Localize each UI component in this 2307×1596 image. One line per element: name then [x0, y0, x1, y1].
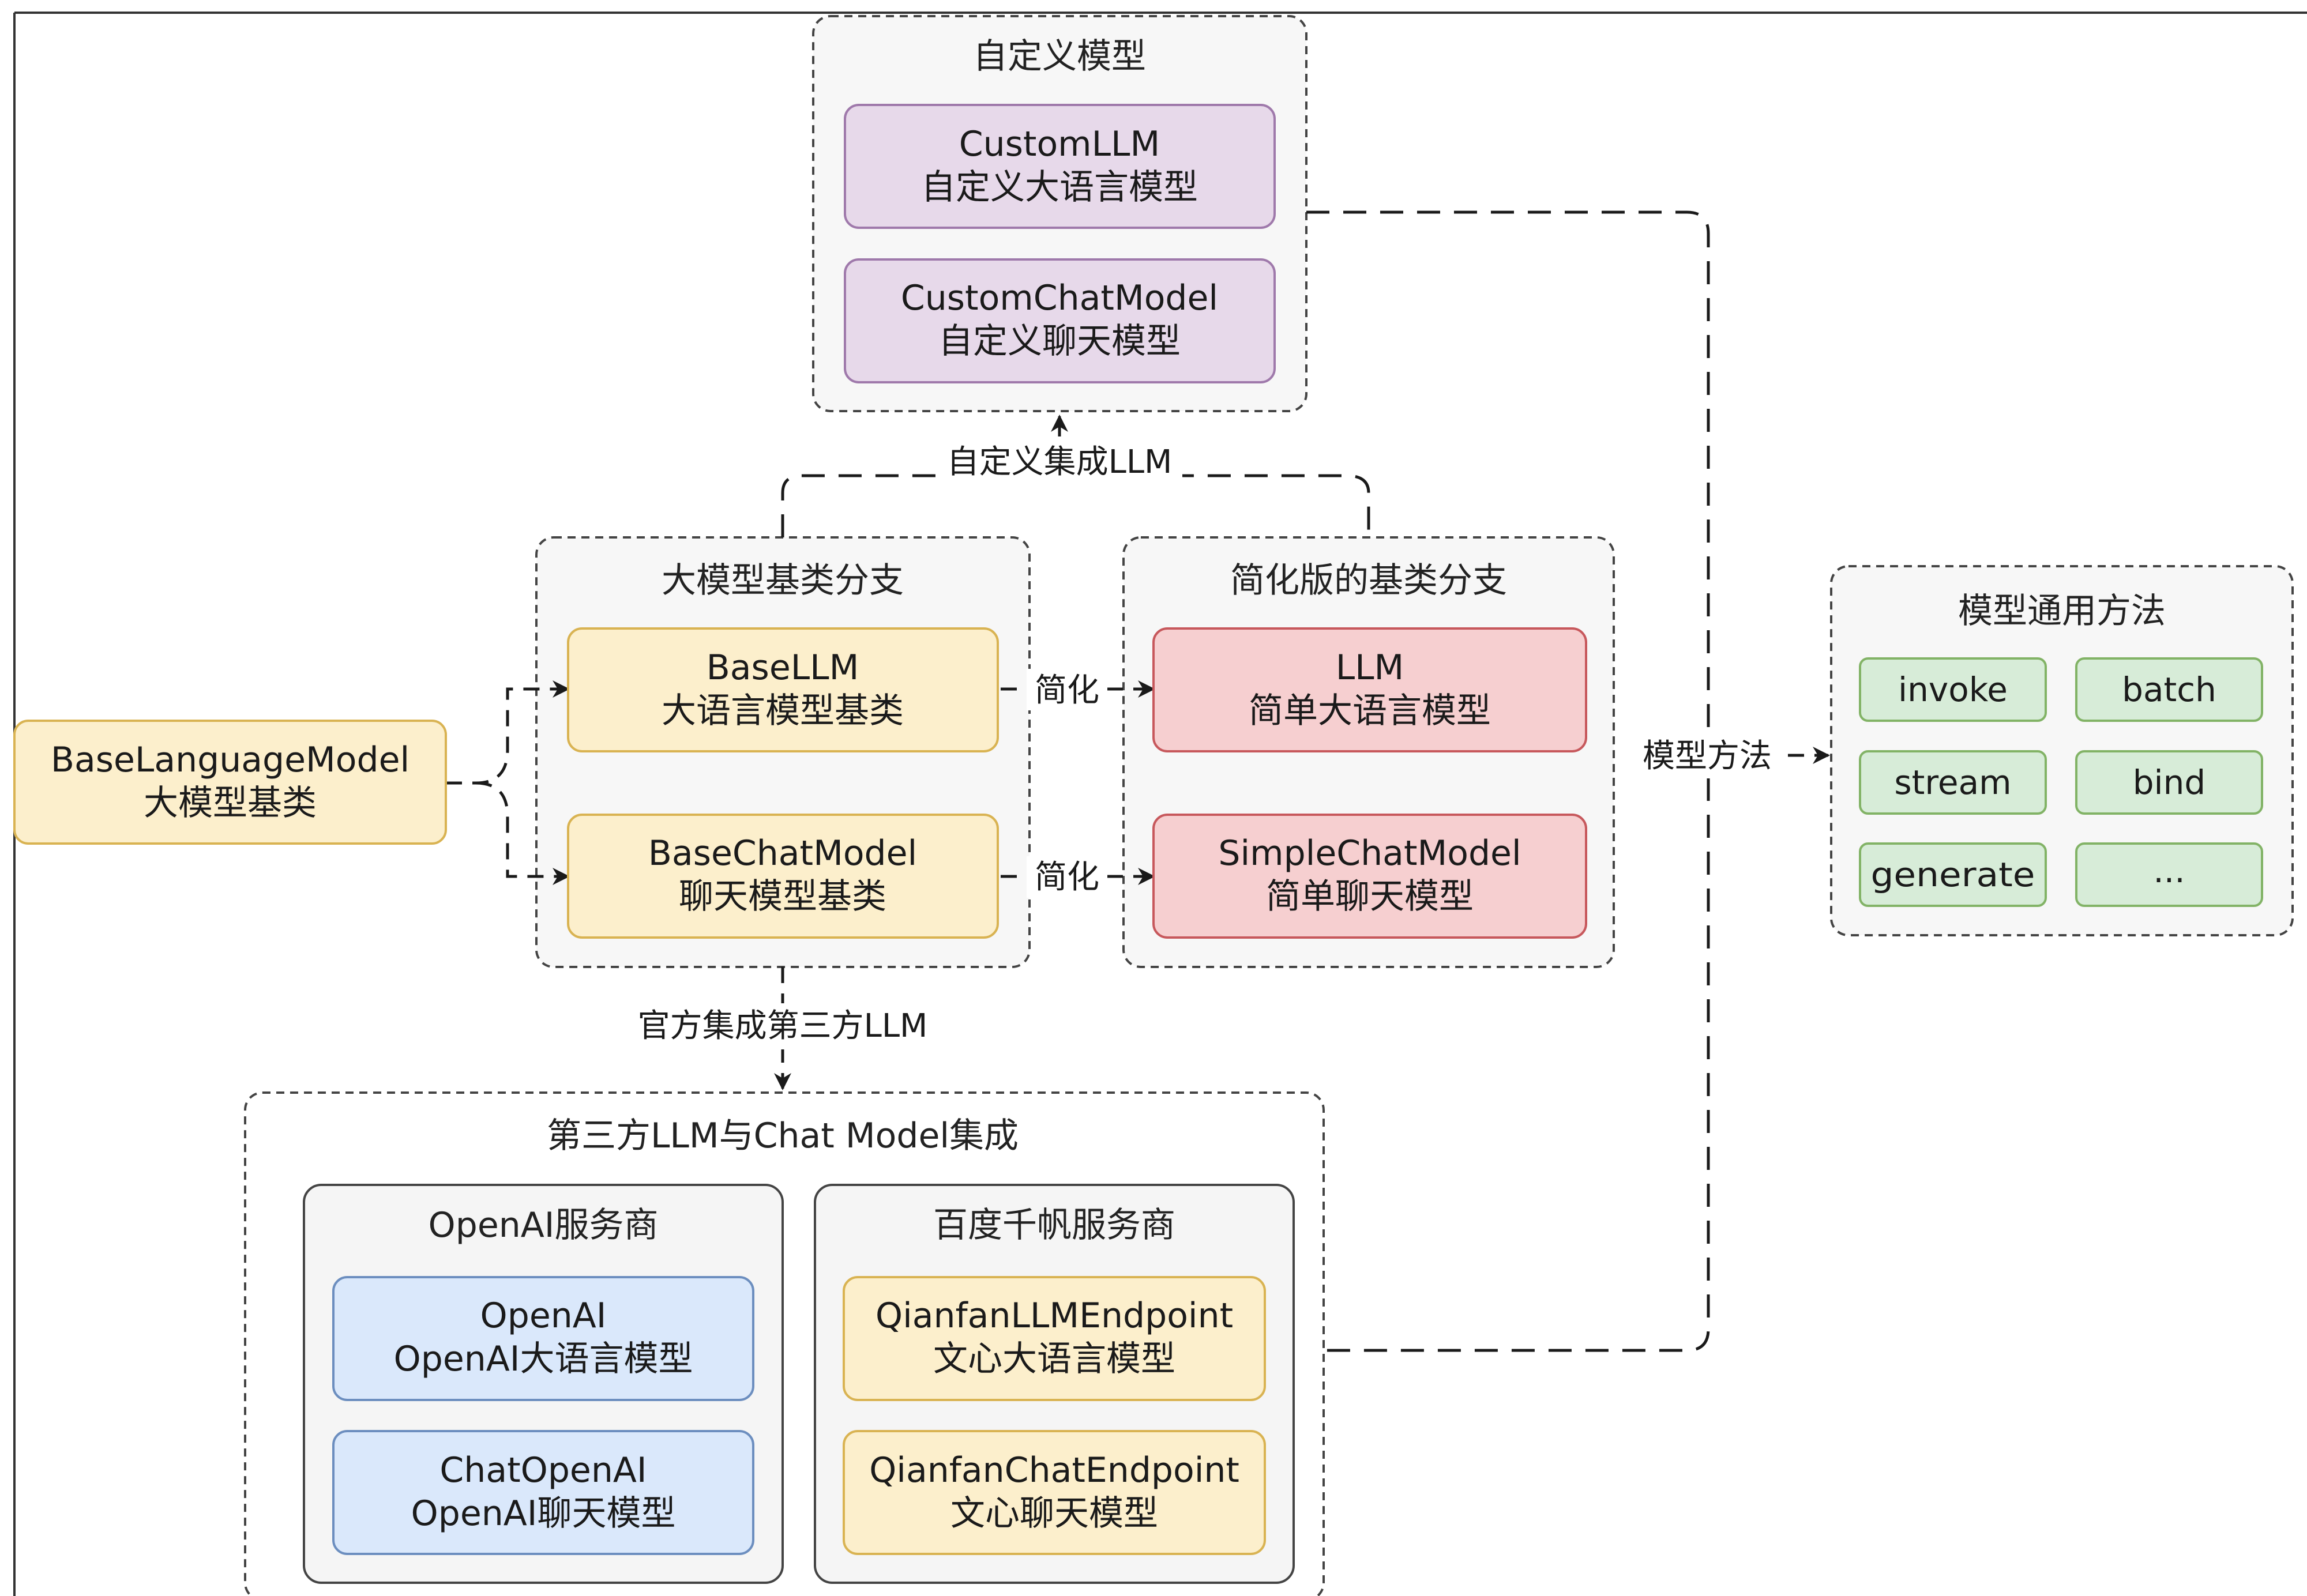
- node-qianfan-llm-name: QianfanLLMEndpoint: [876, 1296, 1233, 1336]
- edge-label-model-methods: 模型方法: [1643, 737, 1772, 775]
- node-qianfan-chat-name: QianfanChatEndpoint: [869, 1450, 1239, 1490]
- edge-label-simplify-1: 简化: [1035, 672, 1099, 709]
- method-batch-label: batch: [2122, 670, 2216, 709]
- label-bg-custom-integration: [937, 439, 1182, 485]
- node-custom-llm-box: [844, 104, 1276, 229]
- node-qianfan-llm-box: [843, 1276, 1266, 1401]
- method-bind-label: bind: [2133, 763, 2206, 802]
- node-chat-openai: ChatOpenAI OpenAI聊天模型: [332, 1430, 754, 1555]
- method-ellipsis-label: ...: [2153, 851, 2185, 890]
- method-ellipsis: ...: [2075, 842, 2263, 907]
- node-base-chat-model-box: [567, 814, 999, 939]
- node-custom-chat-model-name: CustomChatModel: [901, 278, 1218, 318]
- node-custom-chat-model-box: [844, 258, 1276, 383]
- node-base-llm-box: [567, 627, 999, 752]
- node-simple-chat-model-desc: 简单聊天模型: [1266, 876, 1474, 917]
- node-base-language-model-name: BaseLanguageModel: [51, 740, 409, 780]
- method-generate-label: generate: [1871, 855, 2035, 894]
- group-title-methods: 模型通用方法: [1958, 591, 2166, 631]
- edge-model-methods-bracket: [1306, 210, 1710, 1352]
- node-qianfan-chat: QianfanChatEndpoint 文心聊天模型: [843, 1430, 1266, 1555]
- node-openai-name: OpenAI: [480, 1296, 607, 1336]
- method-bind-box: [2075, 750, 2263, 815]
- node-custom-chat-model-desc: 自定义聊天模型: [938, 321, 1181, 362]
- node-qianfan-llm: QianfanLLMEndpoint 文心大语言模型: [843, 1276, 1266, 1401]
- edge-blm-to-basechatmodel: [475, 781, 570, 885]
- node-base-llm-name: BaseLLM: [707, 648, 859, 688]
- group-title-baidu-provider: 百度千帆服务商: [933, 1205, 1175, 1245]
- node-chat-openai-box: [332, 1430, 754, 1555]
- node-openai-box: [332, 1276, 754, 1401]
- node-base-chat-model-desc: 聊天模型基类: [679, 876, 886, 917]
- node-custom-llm-name: CustomLLM: [959, 124, 1160, 164]
- node-custom-llm: CustomLLM 自定义大语言模型: [844, 104, 1276, 229]
- node-simple-chat-model-name: SimpleChatModel: [1218, 833, 1521, 874]
- label-bg-model-methods: [1637, 732, 1778, 778]
- method-generate: generate: [1859, 842, 2047, 907]
- node-llm-name: LLM: [1336, 648, 1404, 688]
- group-title-simple-branch: 简化版的基类分支: [1230, 560, 1507, 601]
- node-simple-chat-model: SimpleChatModel 简单聊天模型: [1152, 814, 1587, 939]
- node-custom-llm-desc: 自定义大语言模型: [921, 167, 1198, 208]
- node-llm: LLM 简单大语言模型: [1152, 627, 1587, 752]
- method-invoke-label: invoke: [1898, 670, 2008, 709]
- node-base-language-model-desc: 大模型基类: [144, 783, 317, 823]
- method-batch-box: [2075, 657, 2263, 722]
- node-base-chat-model-name: BaseChatModel: [648, 833, 917, 874]
- method-invoke: invoke: [1859, 657, 2047, 722]
- method-batch: batch: [2075, 657, 2263, 722]
- method-stream: stream: [1859, 750, 2047, 815]
- group-title-custom-model: 自定义模型: [973, 36, 1146, 77]
- method-stream-box: [1859, 750, 2047, 815]
- method-ellipsis-box: [2075, 842, 2263, 907]
- node-qianfan-llm-desc: 文心大语言模型: [933, 1339, 1175, 1379]
- node-simple-chat-model-box: [1152, 814, 1587, 939]
- edge-label-simplify-2: 简化: [1035, 859, 1099, 896]
- node-custom-chat-model: CustomChatModel 自定义聊天模型: [844, 258, 1276, 383]
- label-bg-simplify-1: [1027, 669, 1107, 710]
- node-llm-box: [1152, 627, 1587, 752]
- node-llm-desc: 简单大语言模型: [1249, 691, 1491, 731]
- node-openai: OpenAI OpenAI大语言模型: [332, 1276, 754, 1401]
- method-invoke-box: [1859, 657, 2047, 722]
- node-openai-desc: OpenAI大语言模型: [394, 1339, 693, 1379]
- method-generate-box: [1859, 842, 2047, 907]
- method-bind: bind: [2075, 750, 2263, 815]
- node-base-llm-desc: 大语言模型基类: [662, 691, 904, 731]
- method-stream-label: stream: [1894, 763, 2011, 802]
- node-qianfan-chat-desc: 文心聊天模型: [950, 1493, 1158, 1534]
- group-title-base-branch: 大模型基类分支: [662, 560, 904, 601]
- group-title-openai-provider: OpenAI服务商: [429, 1205, 659, 1245]
- node-chat-openai-name: ChatOpenAI: [439, 1450, 647, 1490]
- label-bg-simplify-2: [1027, 856, 1107, 898]
- node-base-language-model-box: [13, 720, 447, 845]
- edge-label-custom-integration: 自定义集成LLM: [947, 443, 1173, 481]
- node-chat-openai-desc: OpenAI聊天模型: [411, 1493, 676, 1534]
- node-qianfan-chat-box: [843, 1430, 1266, 1555]
- group-title-third-party: 第三方LLM与Chat Model集成: [547, 1116, 1019, 1156]
- node-base-llm: BaseLLM 大语言模型基类: [567, 627, 999, 752]
- edge-label-official-integration: 官方集成第三方LLM: [638, 1007, 928, 1045]
- label-bg-official-integration: [629, 1003, 937, 1049]
- node-base-chat-model: BaseChatModel 聊天模型基类: [567, 814, 999, 939]
- node-base-language-model: BaseLanguageModel 大模型基类: [13, 720, 447, 845]
